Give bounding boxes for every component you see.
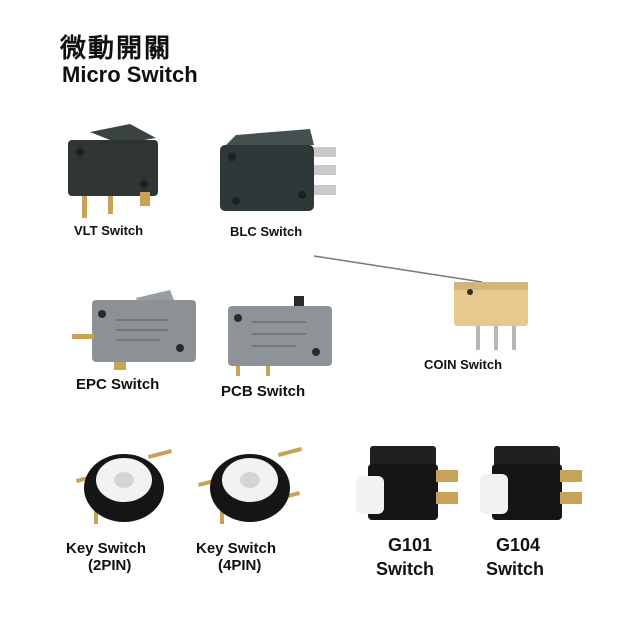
coin-switch-label: COIN Switch (424, 357, 503, 372)
key-switch-4pin-label-line2: (4PIN) (218, 557, 262, 574)
key-switch-2pin-label-line2: (2PIN) (88, 557, 132, 574)
key-switch-2pin-image (75, 448, 173, 524)
blc-switch-label: BLC Switch (230, 224, 303, 239)
page-title-chinese: 微動開關 (60, 34, 173, 64)
g104-switch-label-line2: Switch (486, 559, 545, 579)
pcb-switch-label: PCB Switch (221, 383, 306, 400)
g104-switch-label-line1: G104 (496, 535, 541, 555)
vlt-switch-image (68, 124, 158, 218)
epc-switch-image (72, 290, 196, 370)
g101-switch-image (356, 446, 458, 520)
coin-switch-image (313, 255, 528, 350)
g104-switch-image (480, 446, 582, 520)
epc-switch-label: EPC Switch (76, 376, 160, 393)
vlt-switch-label: VLT Switch (74, 223, 144, 238)
blc-switch-image (220, 129, 336, 211)
pcb-switch-image (228, 296, 332, 376)
key-switch-4pin-label-line1: Key Switch (196, 540, 277, 557)
g101-switch-label-line1: G101 (388, 535, 433, 555)
g101-switch-label-line2: Switch (376, 559, 435, 579)
key-switch-4pin-image (197, 446, 303, 524)
page-title: Micro Switch (62, 62, 198, 87)
key-switch-2pin-label-line1: Key Switch (66, 540, 147, 557)
